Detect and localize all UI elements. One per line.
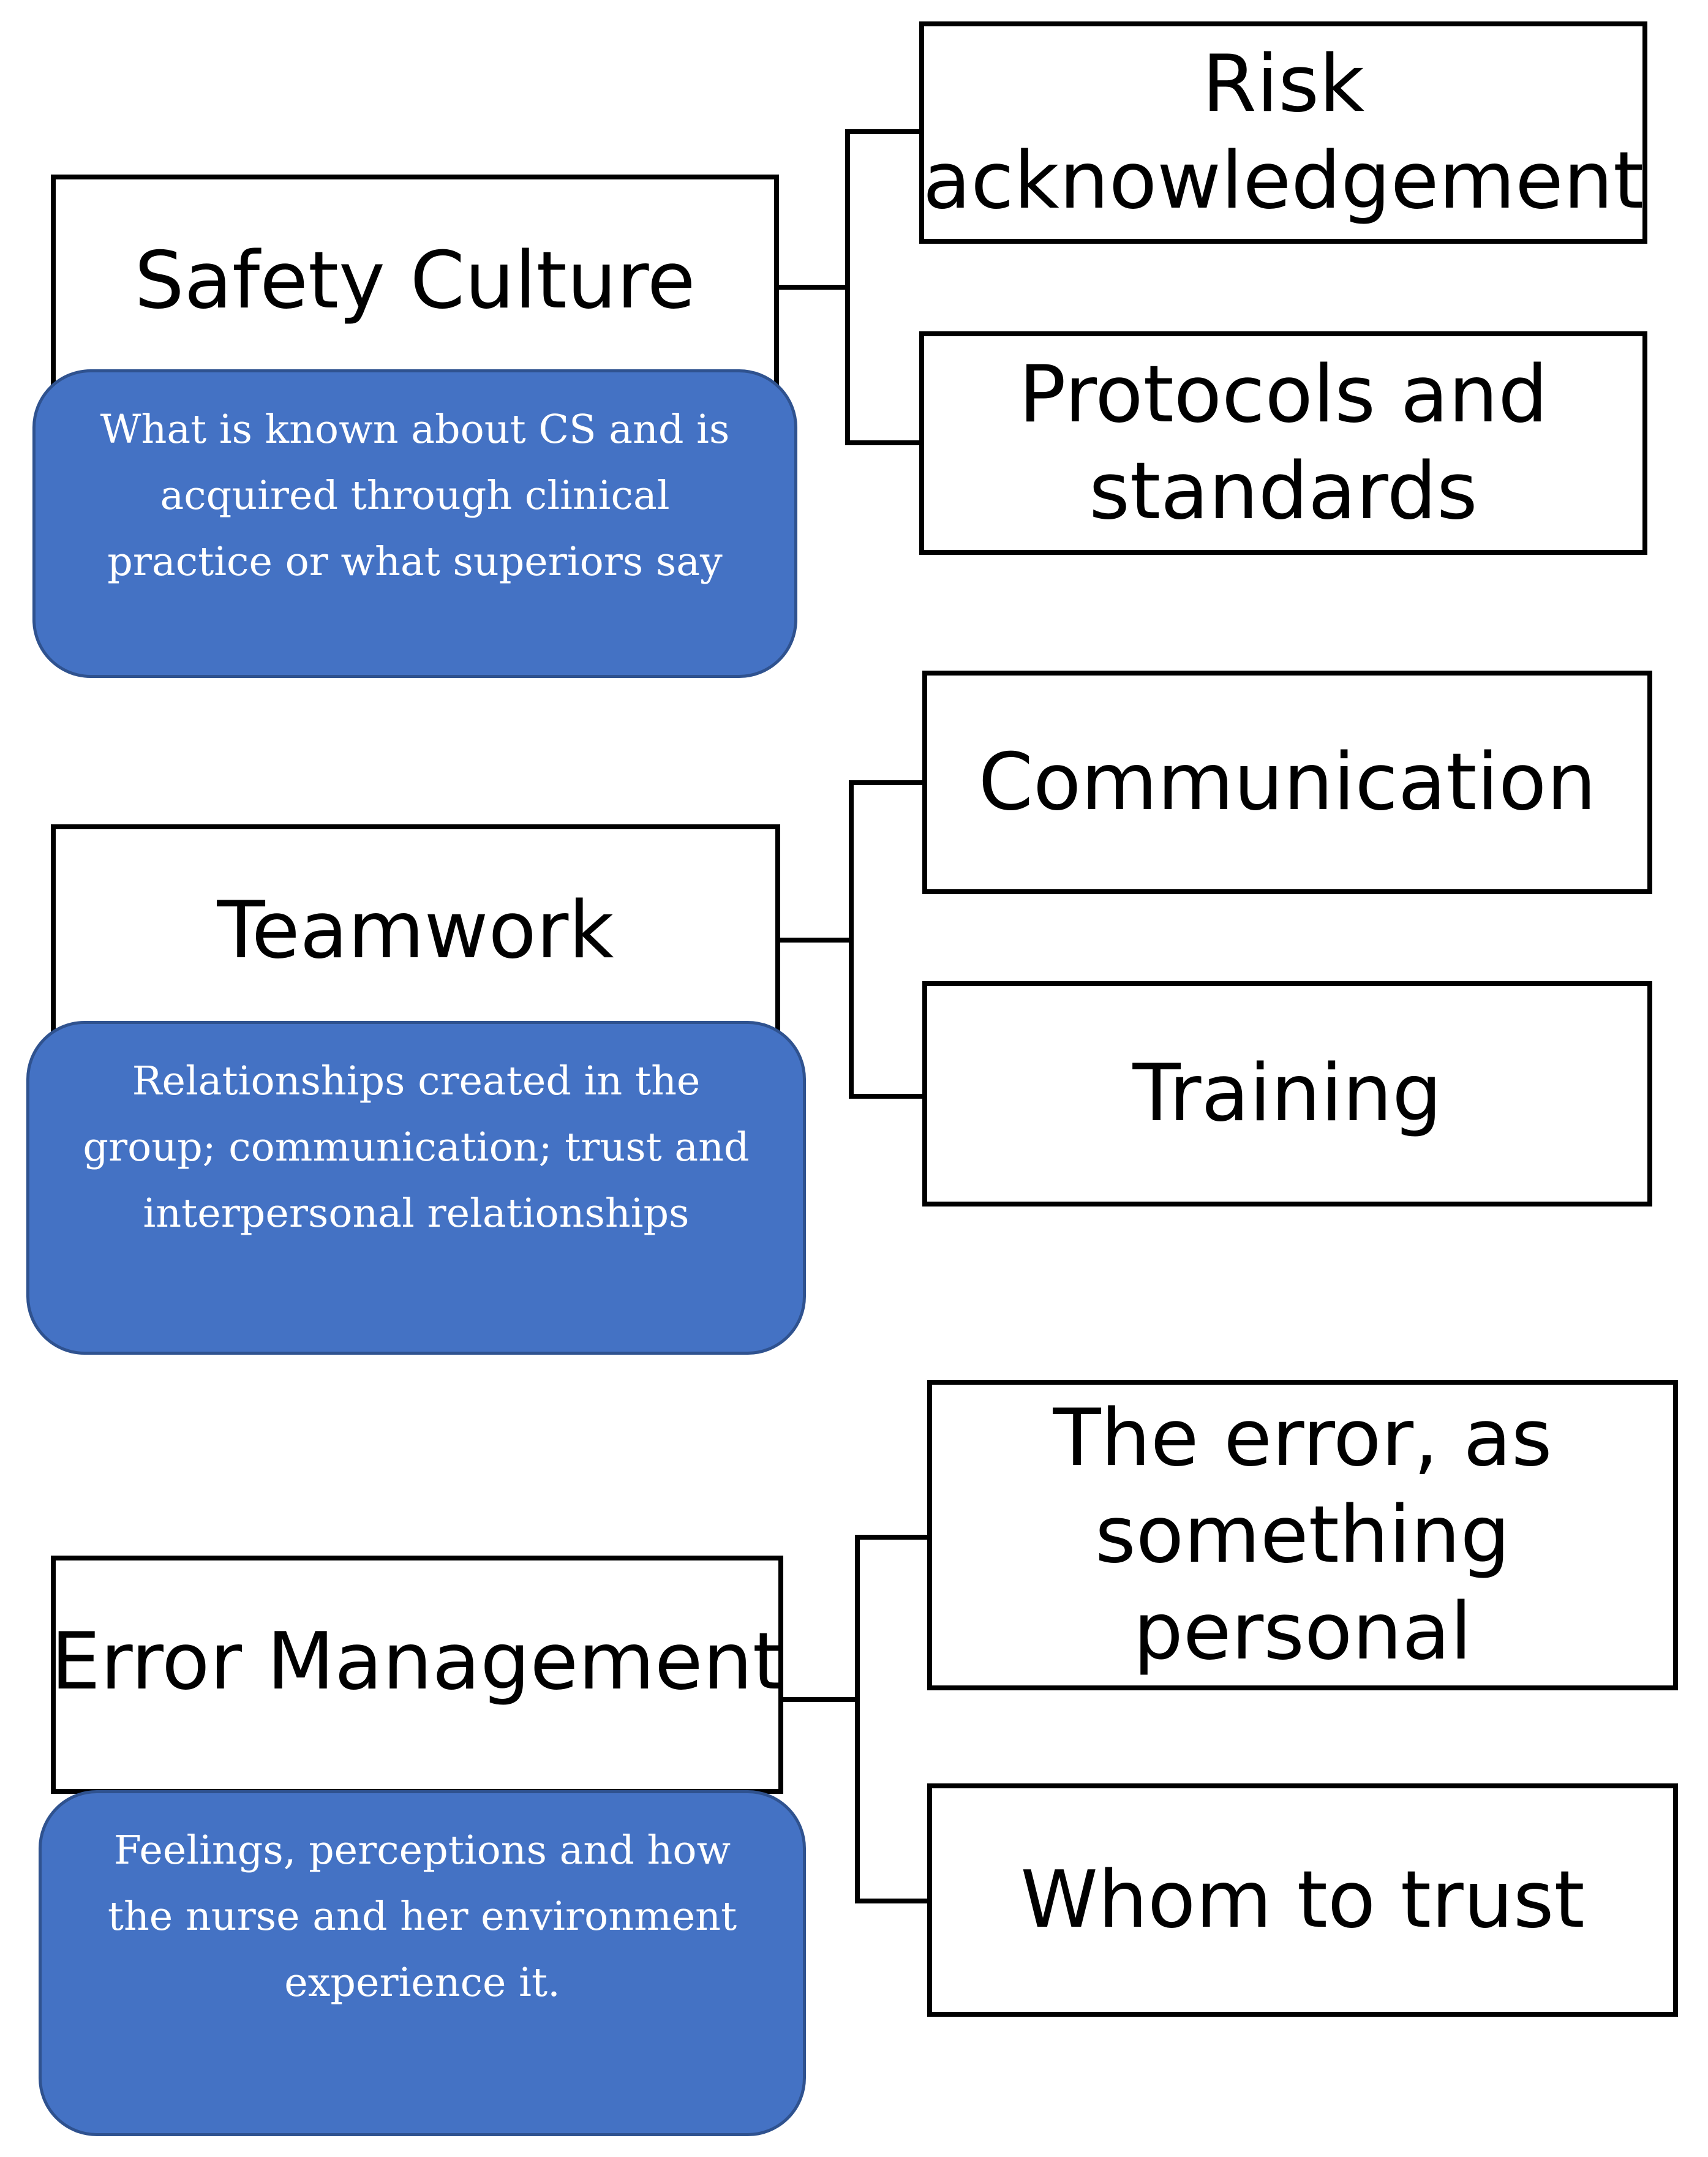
subtheme-label: Communication (978, 736, 1597, 828)
theme-box-error-management: Error Management (51, 1556, 783, 1794)
theme-title: Error Management (51, 1616, 783, 1707)
subtheme-box-protocols-and-standards: Protocols and standards (919, 331, 1647, 555)
theme-description-text: Feelings, perceptions and how the nurse … (107, 1828, 737, 2006)
subtheme-label: Training (1132, 1048, 1442, 1139)
theme-description-text: What is known about CS and is acquired t… (100, 407, 730, 585)
theme-description-error-management: Feelings, perceptions and how the nurse … (39, 1790, 806, 2136)
subtheme-label: Protocols and standards (1018, 348, 1548, 537)
subtheme-box-error-as-personal: The error, as something personal (927, 1380, 1678, 1690)
theme-title: Safety Culture (134, 235, 696, 326)
subtheme-box-whom-to-trust: Whom to trust (927, 1783, 1678, 2017)
subtheme-box-communication: Communication (922, 671, 1652, 894)
subtheme-box-training: Training (922, 981, 1652, 1206)
subtheme-box-risk-acknowledgement: Risk acknowledgement (919, 21, 1647, 244)
theme-title: Teamwork (217, 885, 614, 976)
theme-description-safety-culture: What is known about CS and is acquired t… (32, 369, 797, 678)
subtheme-label: Whom to trust (1020, 1854, 1585, 1946)
theme-description-text: Relationships created in the group; comm… (83, 1058, 750, 1237)
theme-description-teamwork: Relationships created in the group; comm… (26, 1021, 806, 1355)
subtheme-label: The error, as something personal (1053, 1392, 1552, 1677)
subtheme-label: Risk acknowledgement (922, 38, 1644, 227)
